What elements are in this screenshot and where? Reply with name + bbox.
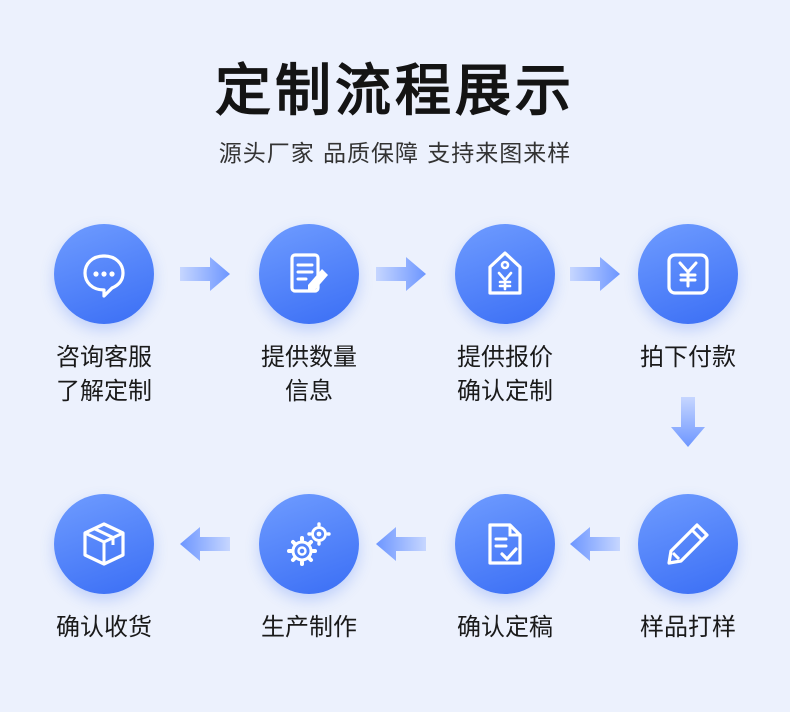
gears-icon <box>287 522 331 566</box>
chat-bubble-icon <box>83 254 125 298</box>
step-consult: 咨询客服了解定制 <box>24 224 184 408</box>
step-circle <box>455 224 555 324</box>
step-circle <box>54 494 154 594</box>
step-sample: 样品打样 <box>608 494 768 644</box>
step-label: 拍下付款 <box>640 343 736 371</box>
arrow-left-icon <box>376 527 426 561</box>
step-circle <box>638 224 738 324</box>
package-box-icon <box>83 522 125 566</box>
step-circle <box>638 494 738 594</box>
step-label: 确认收货 <box>56 613 152 641</box>
step-label: 提供报价确认定制 <box>457 343 553 405</box>
step-receive: 确认收货 <box>24 494 184 644</box>
arrow-down-icon <box>671 397 705 447</box>
step-circle <box>259 224 359 324</box>
page-title: 定制流程展示 <box>215 59 575 124</box>
page-subtitle: 源头厂家 品质保障 支持来图来样 <box>218 141 572 167</box>
step-label: 提供数量信息 <box>261 343 357 405</box>
step-production: 生产制作 <box>229 494 389 644</box>
arrow-left-icon <box>570 527 620 561</box>
arrow-right-icon <box>570 257 620 291</box>
step-label: 咨询客服了解定制 <box>56 343 152 405</box>
document-edit-icon <box>290 253 328 293</box>
step-circle <box>259 494 359 594</box>
step-quote: 提供报价确认定制 <box>425 224 585 408</box>
arrow-right-icon <box>376 257 426 291</box>
pencil-icon <box>667 523 709 565</box>
arrow-left-icon <box>180 527 230 561</box>
step-label: 生产制作 <box>261 613 357 641</box>
step-circle <box>455 494 555 594</box>
step-finalize: 确认定稿 <box>425 494 585 644</box>
step-circle <box>54 224 154 324</box>
price-tag-icon <box>488 251 522 295</box>
arrow-right-icon <box>180 257 230 291</box>
step-label: 样品打样 <box>640 613 736 641</box>
yen-payment-icon <box>667 253 709 295</box>
step-label: 确认定稿 <box>457 613 553 641</box>
step-quantity: 提供数量信息 <box>229 224 389 408</box>
document-check-icon <box>488 523 522 565</box>
step-payment: 拍下付款 <box>608 224 768 374</box>
